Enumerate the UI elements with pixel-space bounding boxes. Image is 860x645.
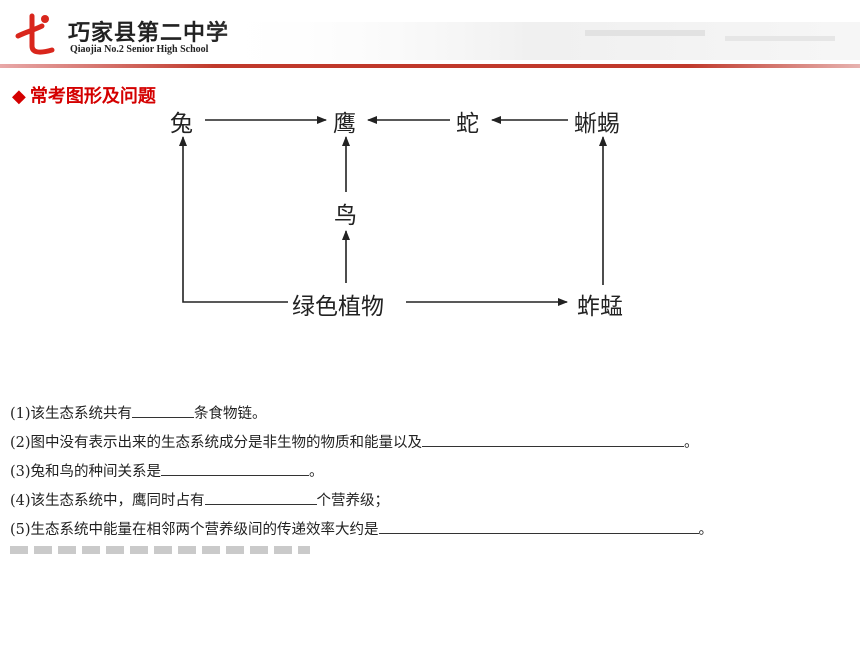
school-name-english: Qiaojia No.2 Senior High School (70, 44, 209, 55)
node-snake: 蛇 (456, 111, 479, 137)
section-title-text: 常考图形及问题 (29, 86, 156, 107)
question-1: (1)该生态系统共有条食物链。 (10, 400, 713, 429)
diamond-bullet-icon: ◆ (12, 86, 26, 107)
school-logo-icon (15, 13, 55, 55)
school-name-chinese: 巧家县第二中学 (68, 21, 230, 46)
question-4: (4)该生态系统中，鹰同时占有个营养级； (10, 487, 713, 516)
question-5: (5)生态系统中能量在相邻两个营养级间的传递效率大约是。 (10, 516, 713, 545)
answer-blank-2[interactable] (422, 429, 685, 447)
header-divider (0, 64, 860, 68)
header: 巧家县第二中学 Qiaojia No.2 Senior High School (0, 0, 860, 72)
node-rabbit: 兔 (170, 111, 193, 137)
node-green-plants: 绿色植物 (292, 294, 384, 320)
node-lizard: 蜥蜴 (574, 111, 620, 137)
answer-blank-4[interactable] (204, 487, 317, 505)
answer-blank-1[interactable] (132, 400, 195, 418)
answer-blank-5[interactable] (378, 516, 699, 534)
cropped-text-fragment (10, 546, 310, 554)
question-2: (2)图中没有表示出来的生态系统成分是非生物的物质和能量以及。 (10, 429, 713, 458)
header-decoration (205, 22, 860, 60)
answer-blank-3[interactable] (161, 458, 310, 476)
node-eagle: 鹰 (333, 111, 356, 137)
question-list: (1)该生态系统共有条食物链。 (2)图中没有表示出来的生态系统成分是非生物的物… (10, 400, 713, 545)
node-grasshopper: 蚱蜢 (577, 294, 623, 320)
question-3: (3)兔和鸟的种间关系是。 (10, 458, 713, 487)
node-bird: 鸟 (334, 203, 357, 229)
arrow-plants-to-rabbit (179, 136, 288, 303)
section-title: ◆常考图形及问题 (12, 82, 156, 108)
